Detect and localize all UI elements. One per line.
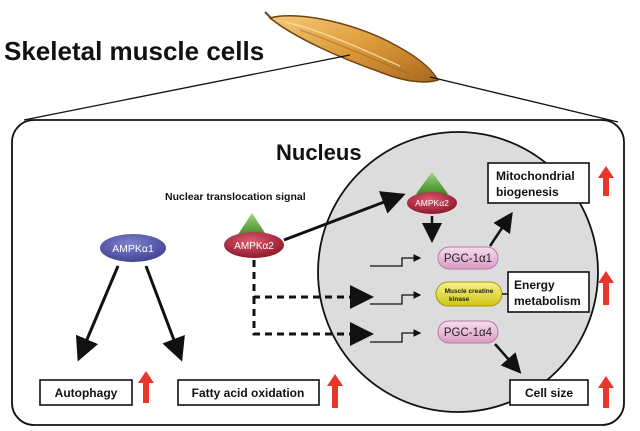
dashed-arrow-to-pgc1a4 [252, 297, 374, 346]
ampk-a1-label: AMPKα1 [112, 243, 154, 255]
autophagy-label: Autophagy [55, 386, 118, 400]
cell-outline [11, 119, 625, 426]
ampk-a1-node: AMPKα1 [100, 234, 166, 262]
nucleus-label: Nucleus [276, 140, 362, 165]
arrow-pgc1a1-to-mito [488, 211, 513, 247]
promoter-pgc1a1 [370, 254, 422, 267]
arrow-pgc1a4-to-cellsize [494, 343, 522, 374]
nls-triangle-icon [237, 213, 267, 236]
mck-label-line1: Muscle creatine [445, 288, 494, 295]
outcome-autophagy: Autophagy [39, 379, 133, 406]
up-arrow-icon [598, 271, 614, 305]
arrow-ampk1-to-fatty-acid [144, 265, 185, 362]
promoter-pgc1a4 [370, 329, 422, 343]
up-arrow-icon [598, 376, 614, 408]
outcome-energy-metabolism: Energy metabolism [507, 271, 590, 313]
pgc1a4-node: PGC-1α4 [437, 320, 499, 344]
arrow-ampk1-to-autophagy [75, 265, 120, 362]
outcome-fatty-acid-oxidation: Fatty acid oxidation [177, 379, 320, 406]
nls-label: Nuclear translocation signal [165, 191, 306, 203]
up-arrow-icon [598, 166, 614, 196]
ampk-a2-cyto-node: AMPKα2 [224, 213, 284, 258]
zoom-line-right [429, 76, 619, 123]
mck-label-line2: kinase [449, 296, 470, 303]
energy-label-line2: metabolism [514, 294, 581, 308]
up-arrow-icon [327, 374, 343, 408]
up-arrow-icon [138, 371, 154, 403]
arrow-ampk2-to-nucleus [283, 191, 406, 242]
diagram-title: Skeletal muscle cells [4, 36, 264, 66]
pgc1a1-label: PGC-1α1 [444, 253, 492, 265]
pgc1a1-node: PGC-1α1 [437, 246, 499, 270]
ampk-a2-nuc-node: AMPKα2 [407, 172, 457, 214]
mito-label-line2: biogenesis [496, 185, 559, 199]
mck-node: Muscle creatine kinase [435, 281, 503, 307]
promoter-mck [370, 291, 422, 305]
nls-triangle-icon [416, 172, 448, 194]
outcome-cell-size: Cell size [509, 379, 589, 406]
zoom-line-left [23, 54, 351, 121]
mito-label-line1: Mitochondrial [496, 169, 575, 183]
energy-label-line1: Energy [514, 278, 555, 292]
muscle-cell-illustration [264, 11, 440, 83]
outcome-mitochondrial-biogenesis: Mitochondrial biogenesis [487, 162, 590, 204]
ampk-a2-nuc-label: AMPKα2 [415, 198, 449, 208]
fatty-acid-label: Fatty acid oxidation [192, 386, 305, 400]
cell-size-label: Cell size [525, 386, 573, 400]
pgc1a4-label: PGC-1α4 [444, 327, 493, 339]
ampk-a2-cyto-label: AMPKα2 [234, 241, 274, 252]
